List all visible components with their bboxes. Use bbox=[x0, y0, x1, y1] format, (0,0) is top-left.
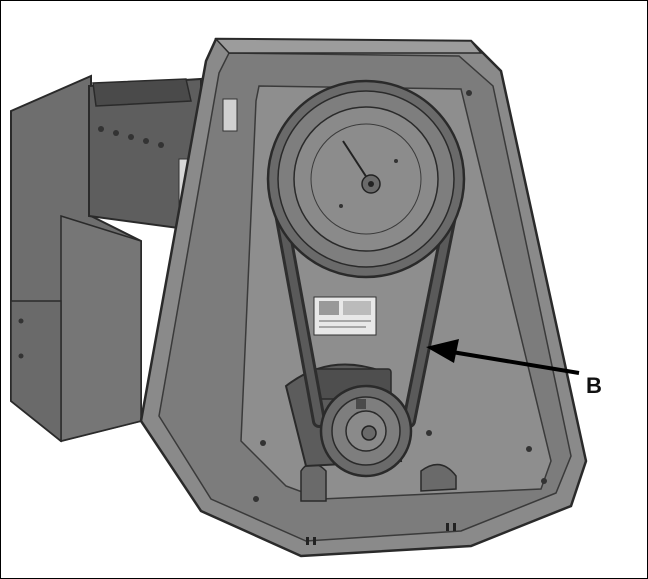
callout-arrow bbox=[426, 339, 580, 375]
safety-decal bbox=[313, 296, 377, 336]
lower-pulley bbox=[319, 384, 413, 478]
upper-pulley bbox=[266, 79, 466, 279]
callout-label-b: B bbox=[586, 373, 602, 398]
